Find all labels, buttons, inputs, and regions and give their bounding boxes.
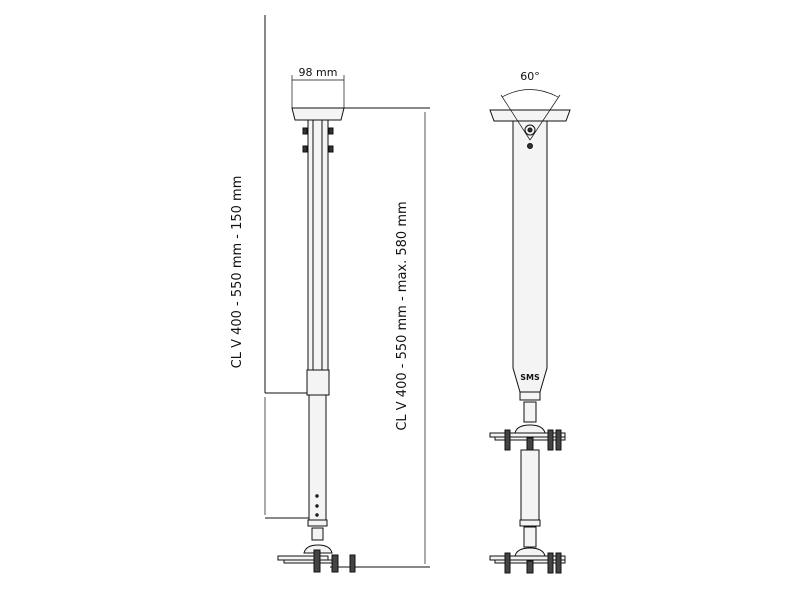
tilt-angle-arc xyxy=(501,89,559,98)
front-view-pole xyxy=(489,89,571,574)
left-dimension-label: CL V 400 - 550 mm - 150 mm xyxy=(230,176,245,369)
tilt-angle-label: 60° xyxy=(520,70,540,83)
brand-logo: SMS xyxy=(520,373,540,382)
plate-width-label: 98 mm xyxy=(299,66,338,79)
side-view-pole xyxy=(277,107,356,573)
right-dimension-label: CL V 400 - 550 mm - max. 580 mm xyxy=(395,201,410,430)
